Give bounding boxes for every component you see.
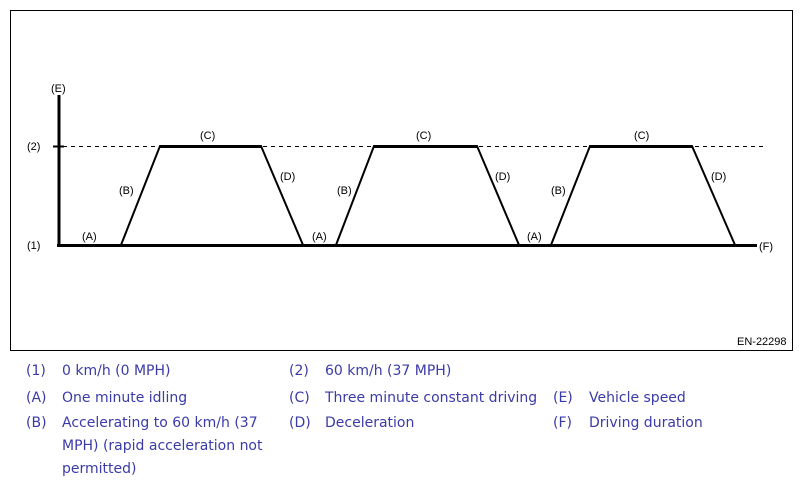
legend-item: (D) Deceleration [289, 411, 414, 435]
x-axis-label: (F) [759, 241, 773, 253]
legend-key: (B) [26, 415, 47, 431]
legend-key: (1) [26, 363, 46, 379]
phase-a-label: (A) [82, 231, 97, 243]
phase-a-label: (A) [312, 231, 327, 243]
legend-key: (2) [289, 363, 309, 379]
legend-key: (E) [553, 390, 573, 406]
phase-c-label: (C) [200, 130, 215, 142]
legend-key: (C) [289, 390, 310, 406]
legend-item: (F) Driving duration [553, 411, 703, 435]
phase-b-label: (B) [337, 185, 352, 197]
legend: (1) 0 km/h (0 MPH) (2) 60 km/h (37 MPH) (A… [0, 356, 802, 487]
diagram-frame [10, 10, 793, 351]
phase-c-label: (C) [634, 130, 649, 142]
legend-text: 60 km/h (37 MPH) [325, 363, 452, 379]
legend-text: Vehicle speed [589, 390, 686, 406]
phase-d-label: (D) [280, 171, 295, 183]
legend-item: (B) Accelerating to 60 km/h (37 MPH) (rap… [26, 412, 276, 481]
legend-text: Three minute constant driving [325, 390, 538, 406]
legend-key: (F) [553, 415, 572, 431]
level-high-label: (2) [27, 141, 40, 153]
legend-text: Driving duration [589, 415, 703, 431]
figure-id-code: EN-22298 [737, 336, 787, 348]
legend-item: (E) Vehicle speed [553, 386, 686, 410]
phase-a-label: (A) [527, 231, 542, 243]
phase-b-label: (B) [119, 185, 134, 197]
legend-text: Deceleration [325, 415, 415, 431]
legend-item: (C) Three minute constant driving [289, 386, 537, 410]
legend-item: (1) 0 km/h (0 MPH) [26, 359, 170, 383]
phase-b-label: (B) [551, 185, 566, 197]
phase-c-label: (C) [416, 130, 431, 142]
level-low-label: (1) [27, 240, 40, 252]
y-axis-label: (E) [51, 83, 66, 95]
legend-item: (2) 60 km/h (37 MPH) [289, 359, 451, 383]
phase-d-label: (D) [711, 171, 726, 183]
legend-text: 0 km/h (0 MPH) [62, 363, 171, 379]
phase-d-label: (D) [495, 171, 510, 183]
legend-item: (A) One minute idling [26, 386, 187, 410]
legend-key: (A) [26, 390, 47, 406]
legend-text: Accelerating to 60 km/h (37 MPH) (rapid … [62, 415, 263, 477]
legend-text: One minute idling [62, 390, 188, 406]
legend-key: (D) [289, 415, 311, 431]
